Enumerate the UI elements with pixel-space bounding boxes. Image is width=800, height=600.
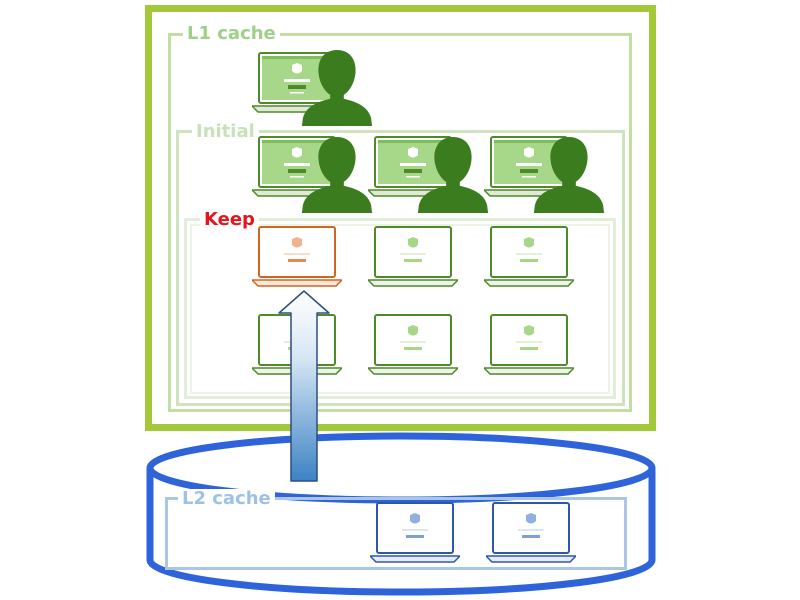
keep-label: Keep	[200, 210, 259, 230]
initial-frame	[176, 130, 625, 406]
keep-laptop-icon-r1c3	[484, 226, 574, 287]
l1-cache-frame	[168, 33, 632, 412]
keep-laptop-icon-r2c2	[368, 314, 458, 375]
keep-laptop-icon-highlighted	[252, 226, 342, 287]
keep-frame	[184, 218, 616, 399]
l2-cache-label: L2 cache	[178, 489, 275, 509]
l1-cache-label: L1 cache	[183, 24, 280, 44]
l2-laptop-icon-2	[486, 502, 576, 563]
l2-laptop-icon-1	[370, 502, 460, 563]
l1-cache-outer-border	[145, 5, 656, 431]
keep-inner-frame	[190, 224, 610, 394]
keep-laptop-icon-r1c2	[368, 226, 458, 287]
l2-cache-frame	[165, 497, 627, 570]
initial-label: Initial	[192, 122, 259, 142]
keep-laptop-icon-r2c3	[484, 314, 574, 375]
promote-arrow-icon	[278, 290, 330, 482]
